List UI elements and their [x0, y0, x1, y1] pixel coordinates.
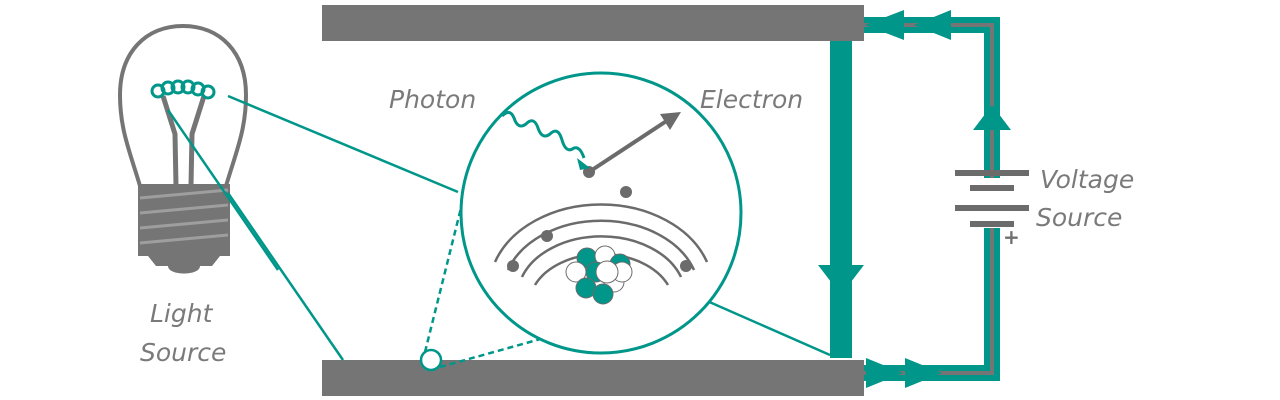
battery-icon: + — [955, 170, 1029, 249]
light-bulb-icon — [117, 23, 249, 274]
filament-coil — [150, 79, 216, 100]
bottom-wire-arrow-1-icon — [866, 358, 903, 388]
electrons — [507, 166, 692, 272]
photon-arrow-icon — [577, 158, 590, 170]
top-wire — [862, 10, 1000, 100]
light-rays — [166, 94, 831, 361]
nucleus — [565, 245, 633, 305]
center-wire — [818, 38, 864, 358]
electron-arrow-icon — [660, 112, 681, 130]
light-source-label-line2: Source — [140, 338, 226, 367]
center-wire-arrow-icon — [818, 265, 864, 295]
magnifier-circle — [459, 71, 743, 355]
top-wire-arrow-1-icon — [865, 10, 904, 40]
voltage-source-label-line1: Voltage — [1040, 165, 1134, 194]
electron-trajectory — [590, 118, 670, 172]
right-upper-wire — [973, 100, 1011, 178]
right-lower-wire — [862, 228, 1000, 388]
voltage-source-label-line2: Source — [1036, 203, 1122, 232]
bottom-wire-arrow-2-icon — [905, 358, 942, 388]
right-wire-arrow-icon — [973, 105, 1011, 130]
circuit — [818, 10, 1011, 388]
photon-wave-icon — [500, 111, 586, 159]
photon-label: Photon — [389, 85, 476, 114]
atom-icon — [459, 71, 743, 355]
bottom-plate — [322, 360, 864, 396]
top-wire-arrow-2-icon — [914, 10, 951, 40]
zoom-target-circle — [419, 348, 443, 372]
zoom-callout — [419, 187, 556, 372]
top-plate — [322, 5, 864, 41]
electron-label: Electron — [700, 85, 803, 114]
light-source-label-line1: Light — [150, 299, 214, 328]
battery-plus-label: + — [1003, 225, 1020, 249]
